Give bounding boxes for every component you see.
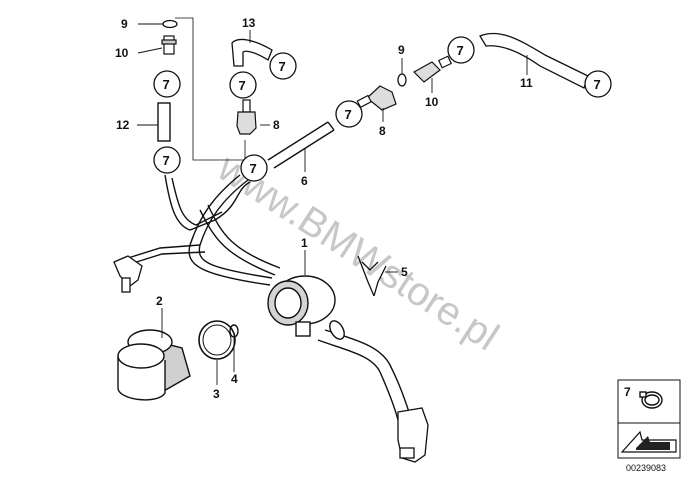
- svg-text:7: 7: [163, 77, 170, 92]
- part-10-valve-left: [161, 35, 177, 55]
- callout-8-left: 8: [273, 118, 280, 132]
- svg-text:7: 7: [250, 161, 257, 176]
- svg-text:7: 7: [239, 78, 246, 93]
- hose-network: [127, 17, 335, 286]
- callout-9-left: 9: [121, 17, 128, 31]
- ref-circle: 7: [153, 70, 181, 98]
- direction-arrow-icon: [620, 430, 677, 453]
- callout-11: 11: [520, 76, 533, 90]
- part-5-clip: [357, 255, 387, 297]
- ref-circles: 7 7 7 7 7 7 7 7: [153, 36, 612, 182]
- ref-circle: 7: [229, 71, 257, 99]
- callout-13: 13: [242, 16, 256, 30]
- part-1-canister: [267, 275, 336, 337]
- ref-circle: 7: [240, 154, 268, 182]
- svg-text:7: 7: [594, 77, 601, 92]
- leader-lines: [137, 23, 528, 385]
- callout-12: 12: [116, 118, 130, 132]
- callout-3: 3: [213, 387, 220, 401]
- part-code: 00239083: [626, 463, 666, 473]
- callout-labels: 9 10 12 13 8 6 1 5 2 4 3 9 10 8 11: [115, 16, 533, 401]
- part-8-fitting-left: [236, 99, 257, 135]
- callout-5: 5: [401, 265, 408, 279]
- svg-text:7: 7: [279, 59, 286, 74]
- ref-circle: 7: [153, 146, 181, 174]
- part-4-small-ring: [229, 324, 239, 338]
- ref-circle: 7: [447, 36, 475, 64]
- callout-10-left: 10: [115, 46, 129, 60]
- callout-8-right: 8: [379, 124, 386, 138]
- part-13-elbow-hose: [231, 38, 273, 67]
- hose-clamp-icon: [639, 391, 663, 409]
- callout-6: 6: [301, 174, 308, 188]
- callout-10-right: 10: [425, 95, 439, 109]
- part-10-valve-right: [413, 55, 453, 83]
- part-8-fitting-right: [356, 85, 397, 111]
- legend-label: 7: [624, 385, 631, 399]
- part-11-hose: [479, 32, 589, 89]
- svg-text:7: 7: [163, 153, 170, 168]
- svg-text:7: 7: [345, 107, 352, 122]
- part-2-filter: [117, 329, 191, 401]
- ref-circle: 7: [335, 100, 363, 128]
- outlet-hose: [317, 320, 411, 421]
- ref-circle: 7: [584, 70, 612, 98]
- part-3-seal-ring: [198, 320, 236, 360]
- part-9-oring-right: [397, 73, 407, 87]
- svg-text:7: 7: [457, 43, 464, 58]
- callout-1: 1: [301, 236, 308, 250]
- legend-box: 7 00239083: [617, 379, 681, 473]
- left-connector: [113, 255, 143, 293]
- callout-4: 4: [231, 372, 238, 386]
- callout-2: 2: [156, 294, 163, 308]
- part-3-seal-ring-inner: [202, 324, 232, 356]
- lower-connector: [397, 407, 429, 463]
- callout-9-right: 9: [398, 43, 405, 57]
- part-9-oring-left: [162, 19, 178, 29]
- ref-circle: 7: [269, 52, 297, 80]
